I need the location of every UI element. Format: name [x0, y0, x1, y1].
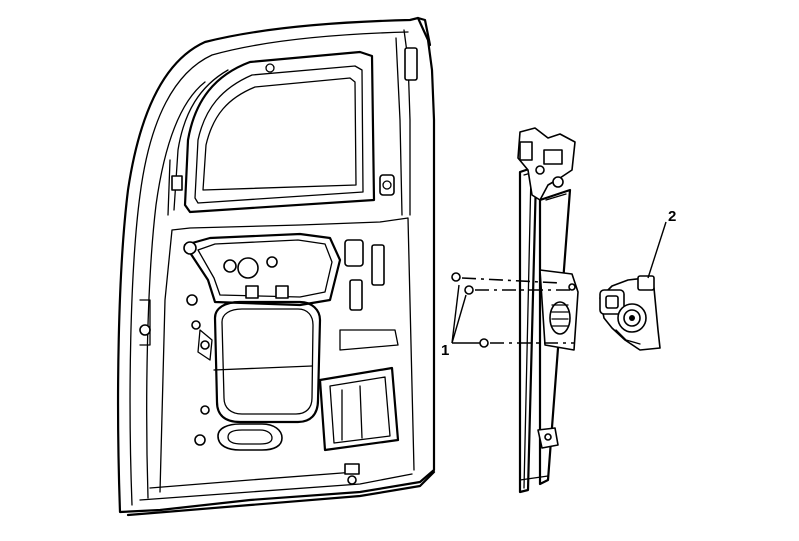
callout-2-label: 2	[668, 208, 676, 225]
rear-door-frame	[116, 16, 436, 517]
window-regulator	[517, 127, 579, 494]
callout-1-leader	[451, 284, 460, 344]
hinge-bracket-upper	[404, 47, 418, 81]
drive-drum	[549, 301, 571, 335]
glass-channel-clip	[171, 175, 183, 191]
window-opening	[167, 50, 376, 216]
panel-access-hole	[237, 257, 259, 279]
inner-panel-details	[139, 232, 400, 485]
callout-2-leader	[647, 221, 667, 279]
regulator-motor	[599, 221, 667, 351]
bolt-middle	[464, 285, 474, 295]
callout-1-label: 1	[441, 342, 449, 359]
latch-pocket	[379, 174, 395, 196]
bolt-lower	[479, 338, 489, 348]
bolt-upper	[451, 272, 461, 282]
regulator-bolts	[451, 272, 575, 348]
